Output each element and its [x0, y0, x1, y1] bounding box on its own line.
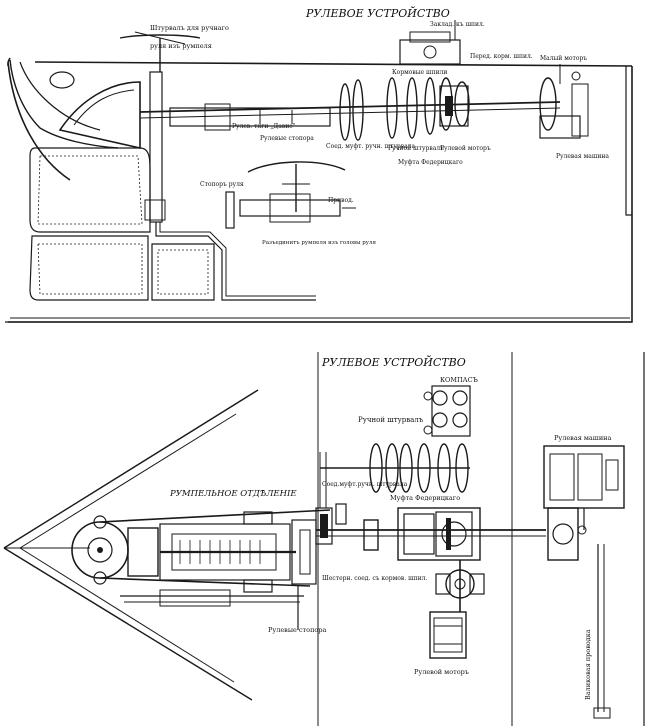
label-rudder-stops-bottom: Рулевые стопора — [268, 626, 326, 634]
label-tiller-note: Разъединитъ румпеля изъ головы руля — [262, 240, 376, 246]
label-motor: Рулевой моторъ — [440, 145, 491, 152]
label-gears: Шестерн. соед. съ кормов. шпил. — [322, 575, 427, 582]
label-tiller-room: РУМПЕЛЬНОЕ ОТДѢЛЕНІЕ — [169, 489, 297, 499]
label-gear-shafts: Перед. корм. шпил. — [470, 53, 533, 60]
label-gear-wheels: Кормовые шпили — [392, 69, 447, 76]
label-rudder-stops: Рулевые стопора — [260, 135, 314, 142]
label-steering-engine: Рулевая машина — [556, 153, 609, 160]
label-shaft: Валиковая проводка — [584, 629, 592, 700]
label-clutch: Соед. муфт. ручн. штурвала — [326, 143, 415, 150]
label-steering-engine-bottom: Рулевая машина — [554, 434, 612, 442]
label-compass: КОМПАСЪ — [440, 376, 478, 384]
label-wheel-note: руля изъ румпеля — [150, 42, 212, 50]
label-hand-wheel: Ручной штурвалъ — [358, 416, 424, 424]
label-federitsky-bottom: Муфта Федерицкаго — [390, 494, 460, 502]
label-motor-bottom: Рулевой моторъ — [414, 668, 469, 676]
label-federitsky: Муфта Федерицкаго — [398, 159, 463, 166]
label-rudder-stopper: Стопоръ руля — [200, 181, 244, 188]
label-small-motor: Малый моторъ — [540, 55, 587, 62]
label-steering-wheel: Штурвалъ для ручнаго — [150, 24, 229, 32]
top-elevation: РУЛЕВОЕ УСТРОЙСТВО — [5, 6, 633, 323]
bottom-title: РУЛЕВОЕ УСТРОЙСТВО — [321, 355, 466, 369]
label-hatch: Заклад. къ шпил. — [430, 21, 485, 28]
bottom-plan: РУЛЕВОЕ УСТРОЙСТВО — [3, 352, 645, 726]
label-clutch-bottom: Соед.муфт.ручн. штурвала — [322, 481, 408, 488]
top-title: РУЛЕВОЕ УСТРОЙСТВО — [305, 6, 450, 20]
label-hand-wheel: Ручной штурвалъ — [388, 145, 444, 152]
label-drive: Привод. — [328, 197, 354, 204]
label-rudder-rod: Рулев. тяги „Давис" — [232, 123, 296, 130]
